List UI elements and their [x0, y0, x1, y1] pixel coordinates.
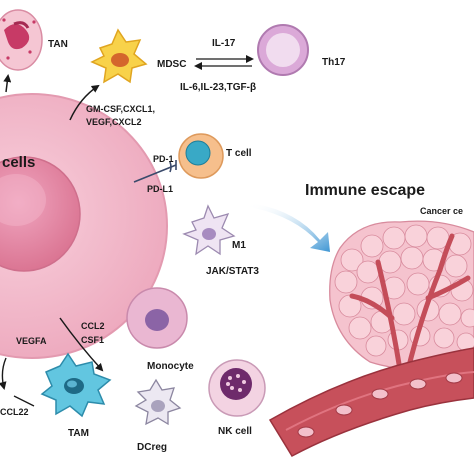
th17-cell	[257, 24, 309, 76]
pd1-label: PD-1	[153, 154, 174, 164]
vegf-cxcl2-label: VEGF,CXCL2	[86, 117, 142, 127]
monocyte-label: Monocyte	[147, 361, 194, 372]
blood-vessel	[268, 347, 474, 457]
tam-cell	[40, 352, 112, 418]
cancer-cell-label: Cancer ce	[420, 206, 463, 216]
pdl1-label: PD-L1	[147, 184, 173, 194]
arrow-tumor-to-left	[0, 357, 7, 390]
mdsc-label: MDSC	[157, 59, 186, 70]
arrow-to-tam	[59, 317, 104, 372]
monocyte-cell	[126, 287, 188, 349]
nk-cell	[208, 359, 266, 417]
immune-escape-title: Immune escape	[305, 182, 425, 199]
gmcsf-label: GM-CSF,CXCL1,	[86, 104, 155, 114]
jak-stat3-label: JAK/STAT3	[206, 266, 259, 277]
cells-label: cells	[2, 154, 35, 171]
tumor-cell	[0, 93, 168, 359]
ccl2-label: CCL2	[81, 321, 105, 331]
tumor-mass	[329, 220, 474, 373]
dcreg-label: DCreg	[137, 442, 167, 453]
pd1-pdl1-binding	[133, 160, 177, 183]
escape-arrow	[250, 203, 330, 252]
arrow-to-mdsc	[69, 84, 100, 121]
dcreg-cell	[134, 378, 182, 426]
il-cytokines-label: IL-6,IL-23,TGF-β	[180, 82, 256, 93]
tam-label: TAM	[68, 428, 89, 439]
tcell-label: T cell	[226, 148, 252, 159]
m1-cell	[182, 204, 236, 256]
tan-label: TAN	[48, 39, 68, 50]
arrow-to-ccl22	[13, 395, 35, 407]
vegfa-label: VEGFA	[16, 336, 47, 346]
tan-cell	[0, 9, 43, 71]
tumor-vessel-branches	[349, 233, 471, 373]
th17-label: Th17	[322, 57, 346, 68]
ccl22-label: CCL22	[0, 407, 29, 417]
arrow-to-tan	[3, 74, 12, 93]
nk-cell-label: NK cell	[218, 426, 252, 437]
tumor-cell-nucleus	[0, 156, 81, 272]
csf1-label: CSF1	[81, 335, 104, 345]
t-cell	[178, 133, 224, 179]
il17-label: IL-17	[212, 38, 236, 49]
m1-label: M1	[232, 240, 246, 251]
mdsc-cell	[90, 28, 148, 84]
